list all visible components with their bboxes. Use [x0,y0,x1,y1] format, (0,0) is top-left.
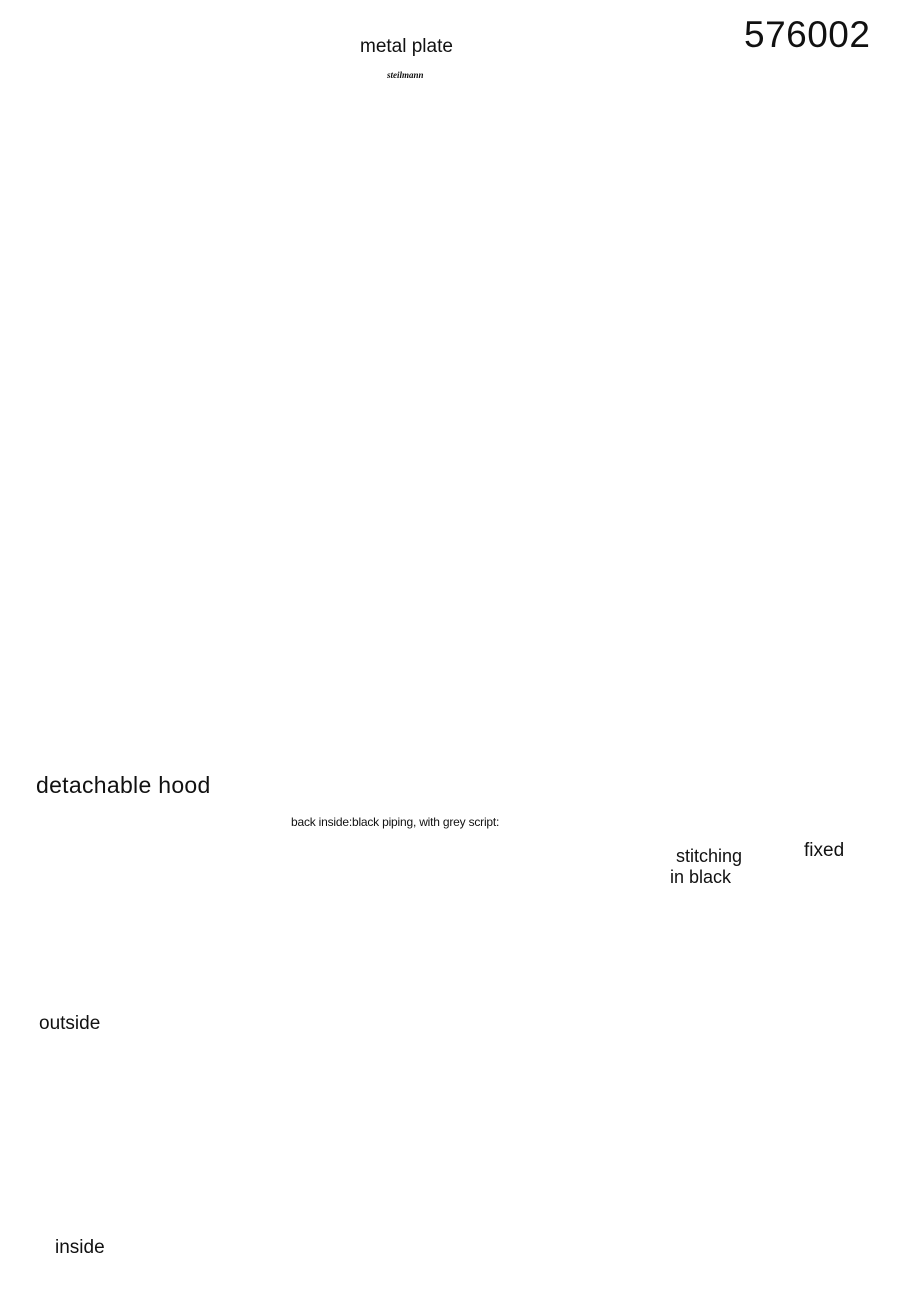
coat-back-view [431,15,819,706]
hood-title: detachable hood [36,772,211,798]
piping-script-word: Steilmann [432,842,487,857]
piping-note: back inside:black piping, with grey scri… [291,815,500,829]
hood-inside-label: inside [55,1237,105,1258]
collar-detail [604,712,881,841]
piping-script-word: Steilmann [358,842,413,857]
left-buttons [348,926,356,1266]
coat-front-view [13,15,455,706]
metal-plate-label: metal plate [360,36,453,57]
metal-plate-script: steilmann [387,70,424,80]
piping-script-word: Steilmann [286,842,341,857]
coat-inside-view [277,807,881,1283]
stitching-label-line2: in black [670,867,732,887]
right-buttons [846,916,854,1266]
stitching-label-line1: stitching [676,846,743,866]
piping-script-word: Steilmann [505,842,560,857]
hood-outside-label: outside [39,1013,101,1034]
fixed-label: fixed [804,840,845,861]
style-number: 576002 [744,14,871,55]
